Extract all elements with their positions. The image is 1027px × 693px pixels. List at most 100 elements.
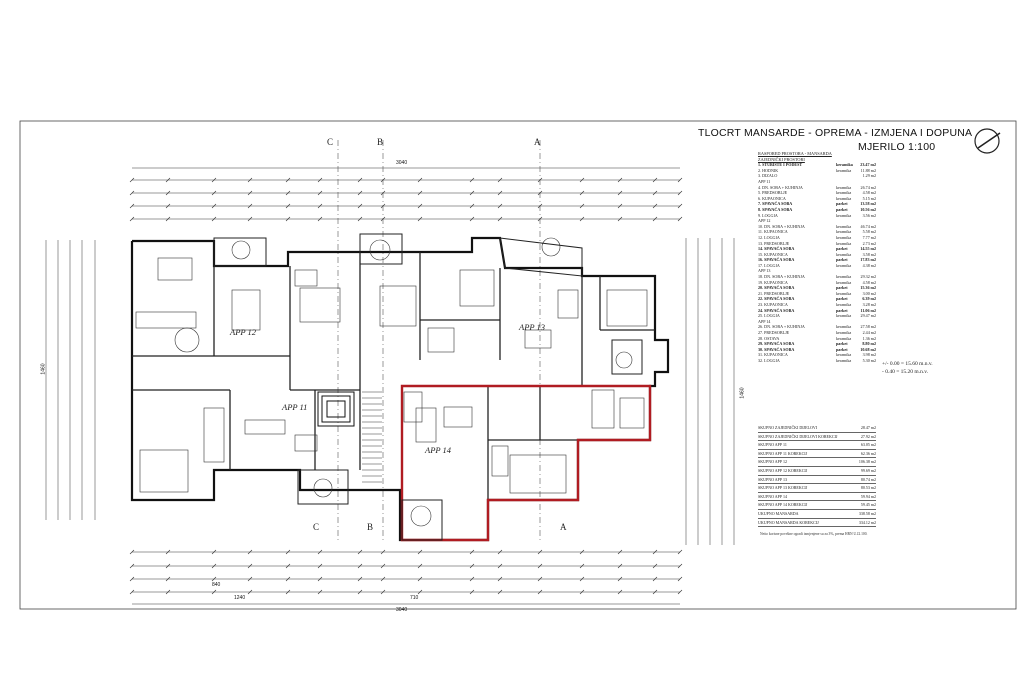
dimension-tick bbox=[165, 549, 171, 555]
dimension-tick bbox=[357, 576, 363, 582]
dimension-tick bbox=[469, 190, 475, 196]
totals-label: SKUPNO APP 12 KOREKCIJ bbox=[758, 467, 808, 473]
level-line-1: +/- 0.00 = 15.60 m.n.v. bbox=[882, 361, 933, 367]
dimension-tick bbox=[579, 589, 585, 595]
schedule-area: 3.58 m2 bbox=[862, 251, 876, 257]
schedule-room-name: 3. DIZALO bbox=[758, 173, 778, 179]
dimension-tick bbox=[211, 589, 217, 595]
dimension-tick bbox=[617, 190, 623, 196]
right-dimension-lines bbox=[685, 238, 735, 545]
dimension-tick bbox=[579, 549, 585, 555]
schedule-room-name: 28. OSTAVA bbox=[758, 335, 780, 341]
section-label-b-bottom: B bbox=[367, 522, 374, 532]
schedule-row: APP 14 bbox=[758, 319, 876, 325]
schedule-floor-finish: keramika bbox=[836, 352, 852, 358]
dimension-tick bbox=[677, 190, 683, 196]
dimension-tick bbox=[285, 190, 291, 196]
totals-label: SKUPNO ZAJEDNIČKI DIJELOVI bbox=[758, 425, 818, 430]
totals-label: SKUPNO APP 14 KOREKCIJ bbox=[758, 502, 808, 508]
top-total-dimension: 3040 bbox=[396, 160, 408, 166]
schedule-area: 4.38 m2 bbox=[862, 262, 876, 268]
schedule-floor-finish: keramika bbox=[836, 195, 852, 201]
dimension-tick bbox=[579, 563, 585, 569]
dimension-tick bbox=[677, 576, 683, 582]
dimension-tick bbox=[537, 589, 543, 595]
schedule-room-name: 18. DN. SOBA + KUHINJA bbox=[758, 274, 805, 280]
dimension-tick bbox=[285, 576, 291, 582]
schedule-floor-finish: keramika bbox=[836, 184, 852, 190]
schedule-area: 3.56 m2 bbox=[862, 212, 876, 218]
schedule-area: 10.68 m2 bbox=[860, 346, 876, 352]
schedule-floor-finish: keramika bbox=[836, 290, 852, 296]
dimension-tick bbox=[617, 177, 623, 183]
schedule-room-name: 16. SPAVAĆA SOBA bbox=[758, 257, 795, 263]
dimension-tick bbox=[211, 203, 217, 209]
totals-label: UKUPNO MANSARDA bbox=[758, 510, 799, 516]
dimension-tick bbox=[417, 216, 423, 222]
schedule-floor-finish: parket bbox=[836, 246, 848, 252]
schedule-room-name: APP 13 bbox=[758, 268, 771, 274]
dimension-tick bbox=[357, 216, 363, 222]
drawing-scale: MJERILO 1:100 bbox=[858, 141, 936, 153]
dimension-tick bbox=[317, 177, 323, 183]
schedule-subheading: ZAJEDNIČKI PROSTORI bbox=[758, 156, 805, 162]
dimension-tick bbox=[469, 177, 475, 183]
dimension-tick bbox=[285, 563, 291, 569]
dimension-tick bbox=[247, 563, 253, 569]
schedule-area: 13.58 m2 bbox=[860, 201, 876, 207]
staircase bbox=[362, 391, 382, 483]
schedule-room-name: 1. STUBIŠTE I PODEST bbox=[758, 162, 803, 168]
dimension-tick bbox=[129, 589, 135, 595]
building-walls bbox=[130, 236, 670, 542]
schedule-area: 29.47 m2 bbox=[860, 313, 876, 319]
dimension-tick bbox=[537, 576, 543, 582]
dimension-tick bbox=[677, 203, 683, 209]
schedule-room-name: 20. SPAVAĆA SOBA bbox=[758, 285, 795, 291]
dimension-tick bbox=[247, 589, 253, 595]
schedule-area: 3.28 m2 bbox=[862, 302, 876, 308]
dimension-tick bbox=[417, 576, 423, 582]
top-dimension-ticks bbox=[129, 177, 683, 222]
dimension-tick bbox=[285, 177, 291, 183]
schedule-area: 2.44 m2 bbox=[862, 330, 876, 335]
schedule-floor-finish: parket bbox=[836, 201, 848, 207]
dimension-tick bbox=[357, 177, 363, 183]
level-line-2: - 0.40 = 15.20 m.n.v. bbox=[882, 369, 928, 375]
schedule-heading: RASPORED PROSTORA - MANSARDA bbox=[758, 151, 832, 156]
totals-area: 63.05 m2 bbox=[860, 442, 876, 448]
apartment-label-app13: APP 13 bbox=[519, 322, 546, 332]
schedule-area: 3.00 m2 bbox=[862, 290, 876, 296]
dimension-tick bbox=[537, 549, 543, 555]
schedule-room-name: 32. LOGGIA bbox=[758, 357, 780, 363]
schedule-row: APP 11 bbox=[758, 179, 876, 185]
totals-label: SKUPNO APP 11 KOREKCIJ bbox=[758, 450, 808, 456]
schedule-floor-finish: keramika bbox=[836, 190, 852, 196]
section-lines bbox=[337, 140, 541, 540]
schedule-room-name: 7. SPAVAĆA SOBA bbox=[758, 201, 793, 207]
dimension-tick bbox=[469, 203, 475, 209]
dimension-tick bbox=[617, 589, 623, 595]
